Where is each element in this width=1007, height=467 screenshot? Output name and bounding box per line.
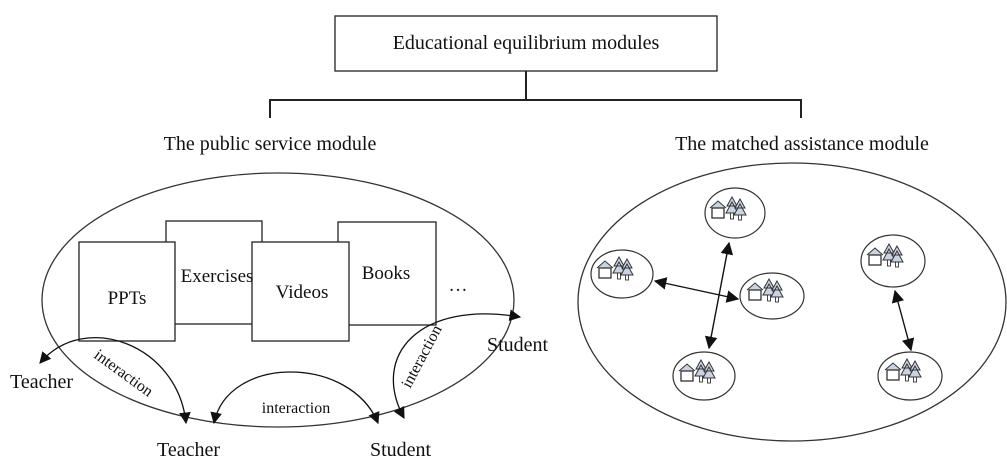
interaction-arrow-student-student — [392, 309, 522, 420]
role-student-inner: Student — [370, 439, 432, 461]
hierarchy-connector — [269, 71, 802, 118]
resource-label-videos: Videos — [276, 282, 329, 303]
interaction-label-bottom: interaction — [262, 400, 330, 417]
link-arrow-right-pair — [891, 289, 915, 352]
public-service-ellipse — [41, 172, 515, 428]
public-service-module-title: The public service module — [164, 133, 377, 155]
matched-assistance-module-title: The matched assistance module — [675, 133, 929, 155]
title-box — [334, 15, 718, 72]
interaction-label-right: interaction — [399, 322, 446, 390]
resource-card-videos — [251, 241, 350, 342]
resource-card-exercises — [165, 220, 263, 325]
resource-label-ppts: PPTs — [108, 288, 147, 309]
matched-assistance-ellipse — [577, 162, 1007, 442]
resource-label-ellipsis: … — [449, 275, 468, 296]
resource-label-exercises: Exercises — [181, 266, 254, 287]
interaction-arrow-teacher-student — [210, 371, 380, 425]
resource-card-books — [337, 221, 437, 326]
resource-card-ppts — [78, 241, 176, 342]
role-student-outer: Student — [487, 334, 549, 356]
diagram-title: Educational equilibrium modules — [393, 32, 660, 54]
role-teacher-inner: Teacher — [157, 439, 220, 461]
role-teacher-outer: Teacher — [10, 371, 73, 393]
resource-label-books: Books — [362, 263, 411, 284]
link-arrow-horizontal — [653, 277, 740, 303]
interaction-arrow-teacher-teacher — [39, 337, 191, 425]
